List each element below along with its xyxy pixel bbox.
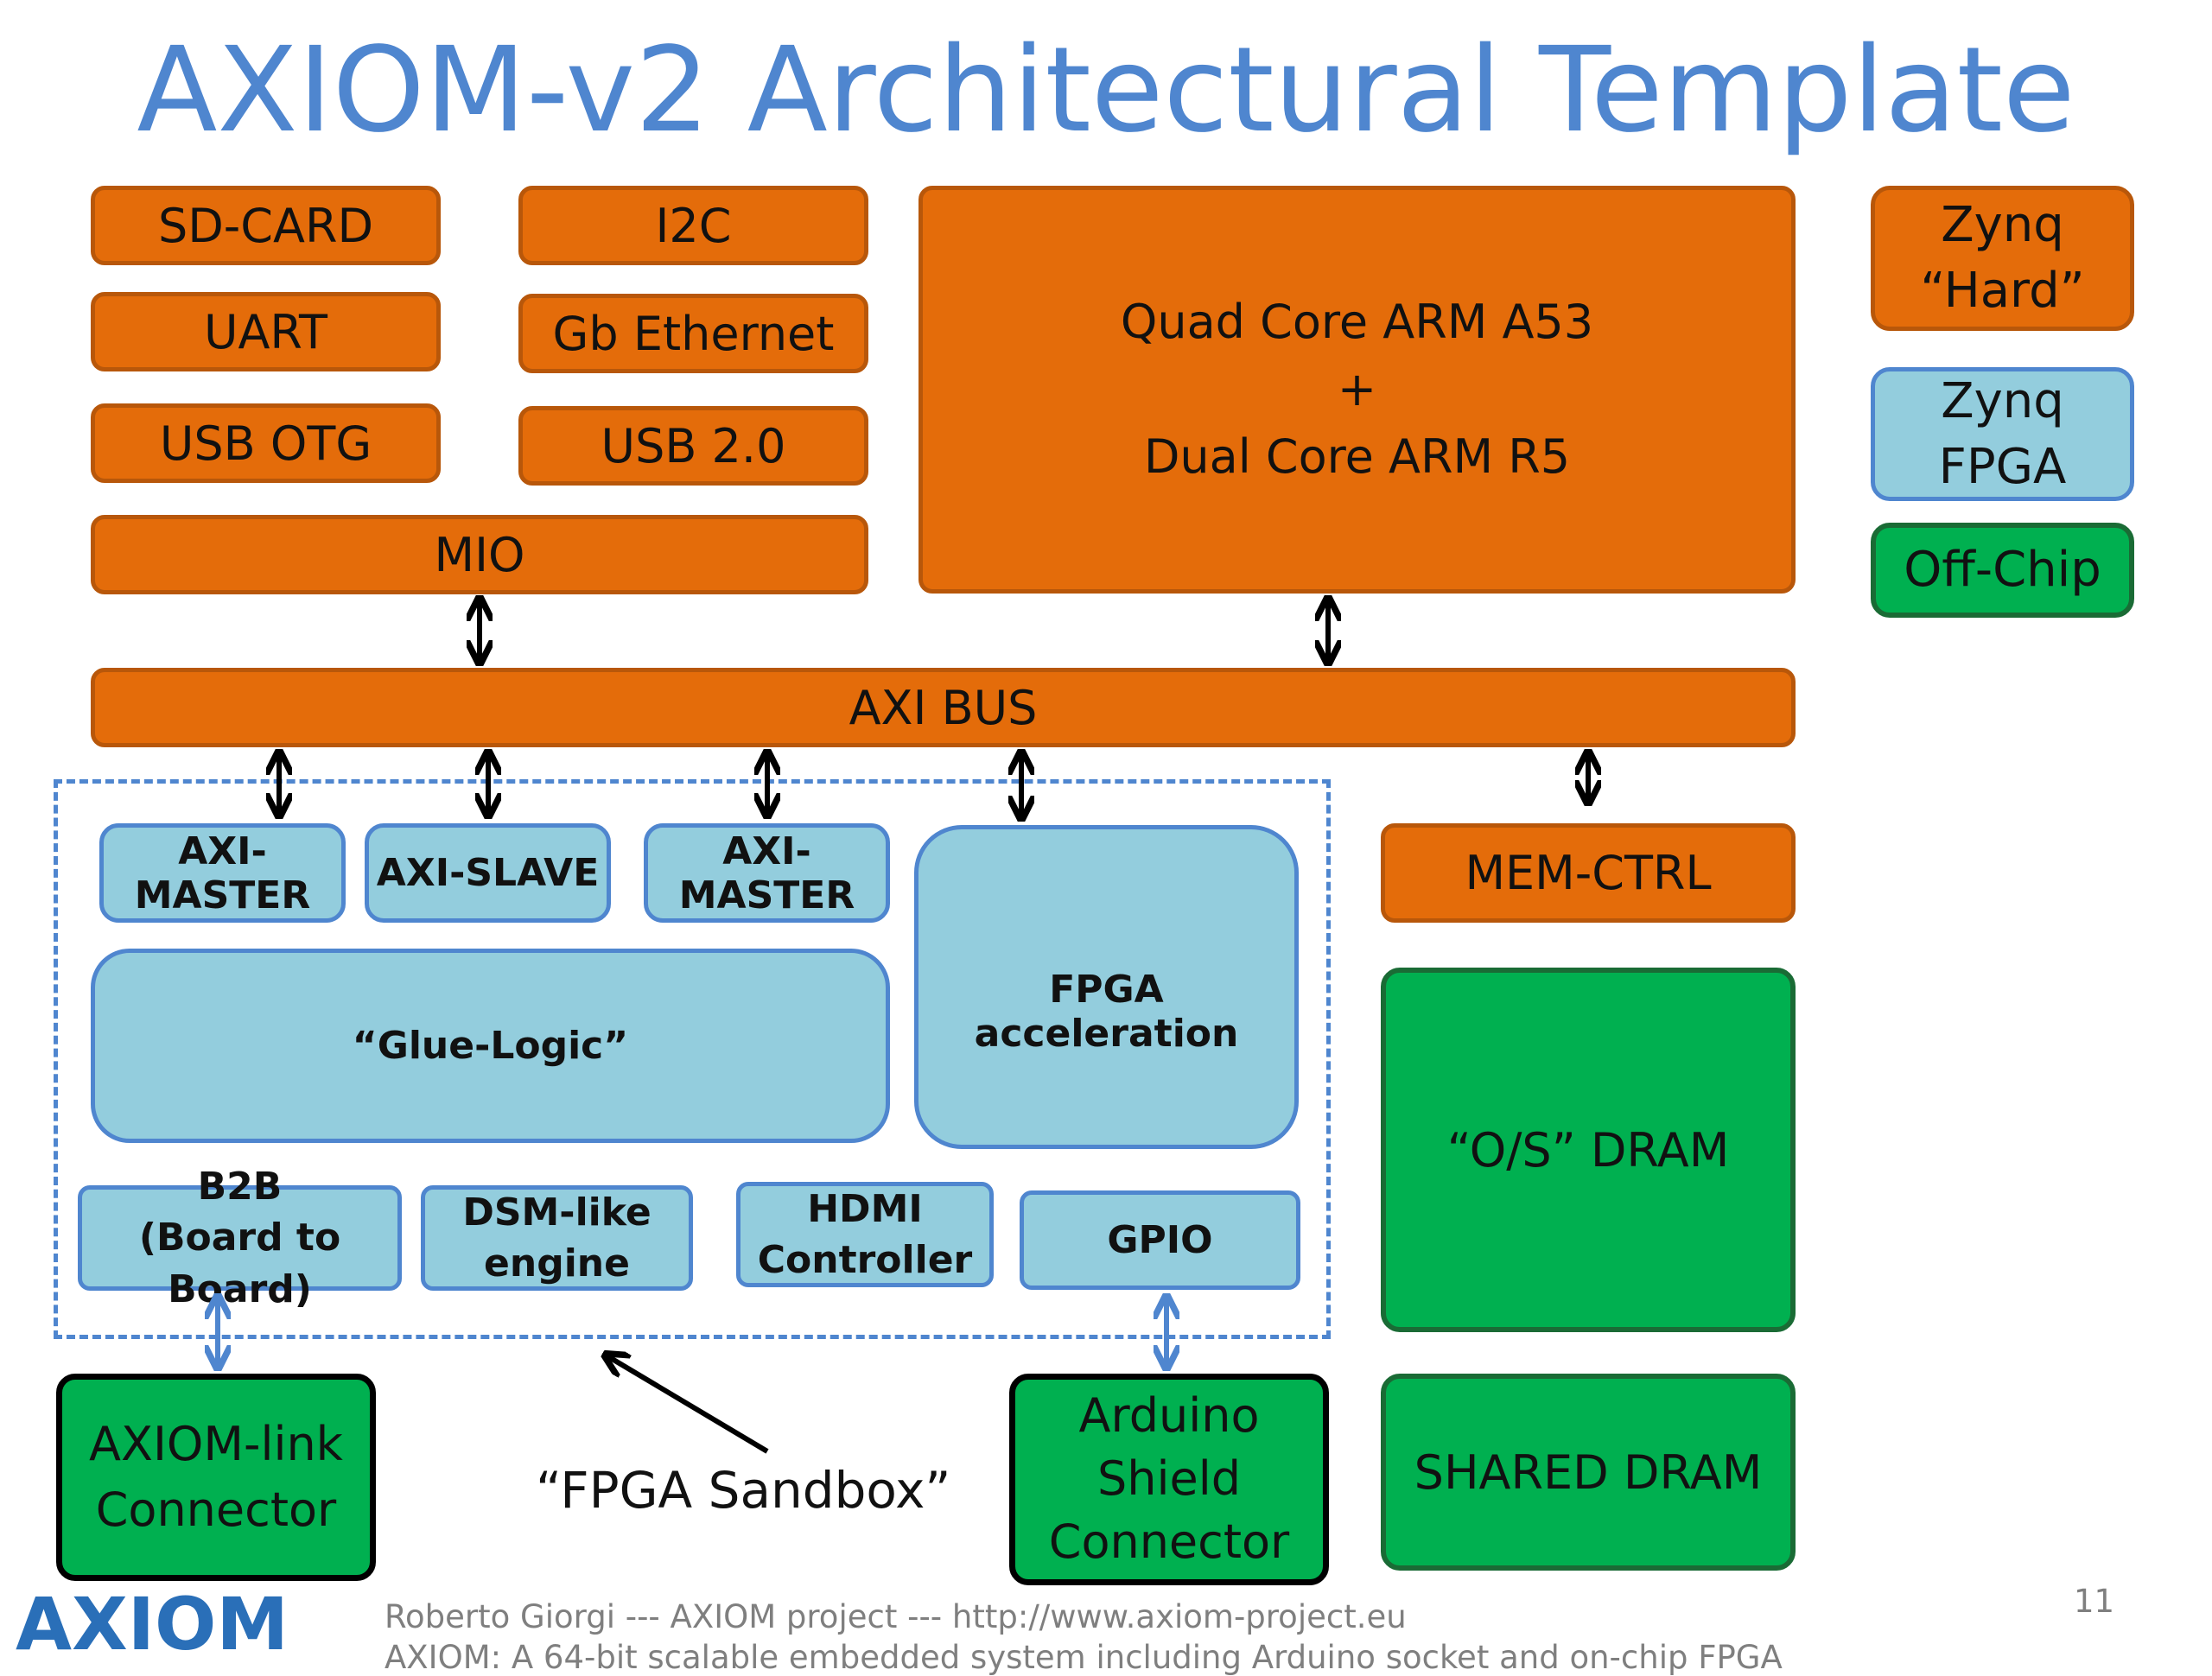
mem-ctrl-block: MEM-CTRL: [1381, 823, 1796, 923]
gpio-block: GPIO: [1020, 1190, 1300, 1290]
footer-line-2: AXIOM: A 64-bit scalable embedded system…: [385, 1639, 1783, 1676]
legend-zynq-hard: Zynq “Hard”: [1871, 186, 2134, 331]
axi-master-block-1: AXI-MASTER: [99, 823, 346, 923]
glue-logic-block: “Glue-Logic”: [91, 949, 890, 1143]
axi-slave-block: AXI-SLAVE: [365, 823, 611, 923]
page-number: 11: [2074, 1583, 2115, 1620]
cpu-block: Quad Core ARM A53 + Dual Core ARM R5: [918, 186, 1796, 594]
fpga-acceleration-block: FPGA acceleration: [914, 825, 1299, 1149]
axi-master-block-2: AXI-MASTER: [644, 823, 890, 923]
axi-bus: AXI BUS: [91, 668, 1796, 747]
usb20-block: USB 2.0: [518, 406, 868, 486]
hdmi-controller-block: HDMI Controller: [736, 1182, 994, 1287]
usb-otg-block: USB OTG: [91, 403, 441, 483]
footer-line-1: Roberto Giorgi --- AXIOM project --- htt…: [385, 1598, 1407, 1635]
uart-block: UART: [91, 292, 441, 371]
fpga-sandbox-label: “FPGA Sandbox”: [536, 1461, 951, 1520]
sd-card-block: SD-CARD: [91, 186, 441, 265]
axiom-link-connector: AXIOM-link Connector: [56, 1374, 376, 1581]
axiom-logo: AXIOM: [16, 1582, 289, 1666]
i2c-block: I2C: [518, 186, 868, 265]
mio-block: MIO: [91, 515, 868, 594]
page-title: AXIOM-v2 Architectural Template: [137, 22, 2075, 159]
arduino-shield-connector: Arduino Shield Connector: [1009, 1374, 1329, 1585]
legend-off-chip: Off-Chip: [1871, 523, 2134, 618]
shared-dram-block: SHARED DRAM: [1381, 1374, 1796, 1571]
legend-zynq-fpga: Zynq FPGA: [1871, 367, 2134, 501]
gb-ethernet-block: Gb Ethernet: [518, 294, 868, 373]
arrow-sandbox-label: [605, 1355, 769, 1454]
dsm-engine-block: DSM-like engine: [421, 1185, 693, 1291]
fpga-sandbox-region: [54, 779, 1331, 1339]
os-dram-block: “O/S” DRAM: [1381, 968, 1796, 1332]
